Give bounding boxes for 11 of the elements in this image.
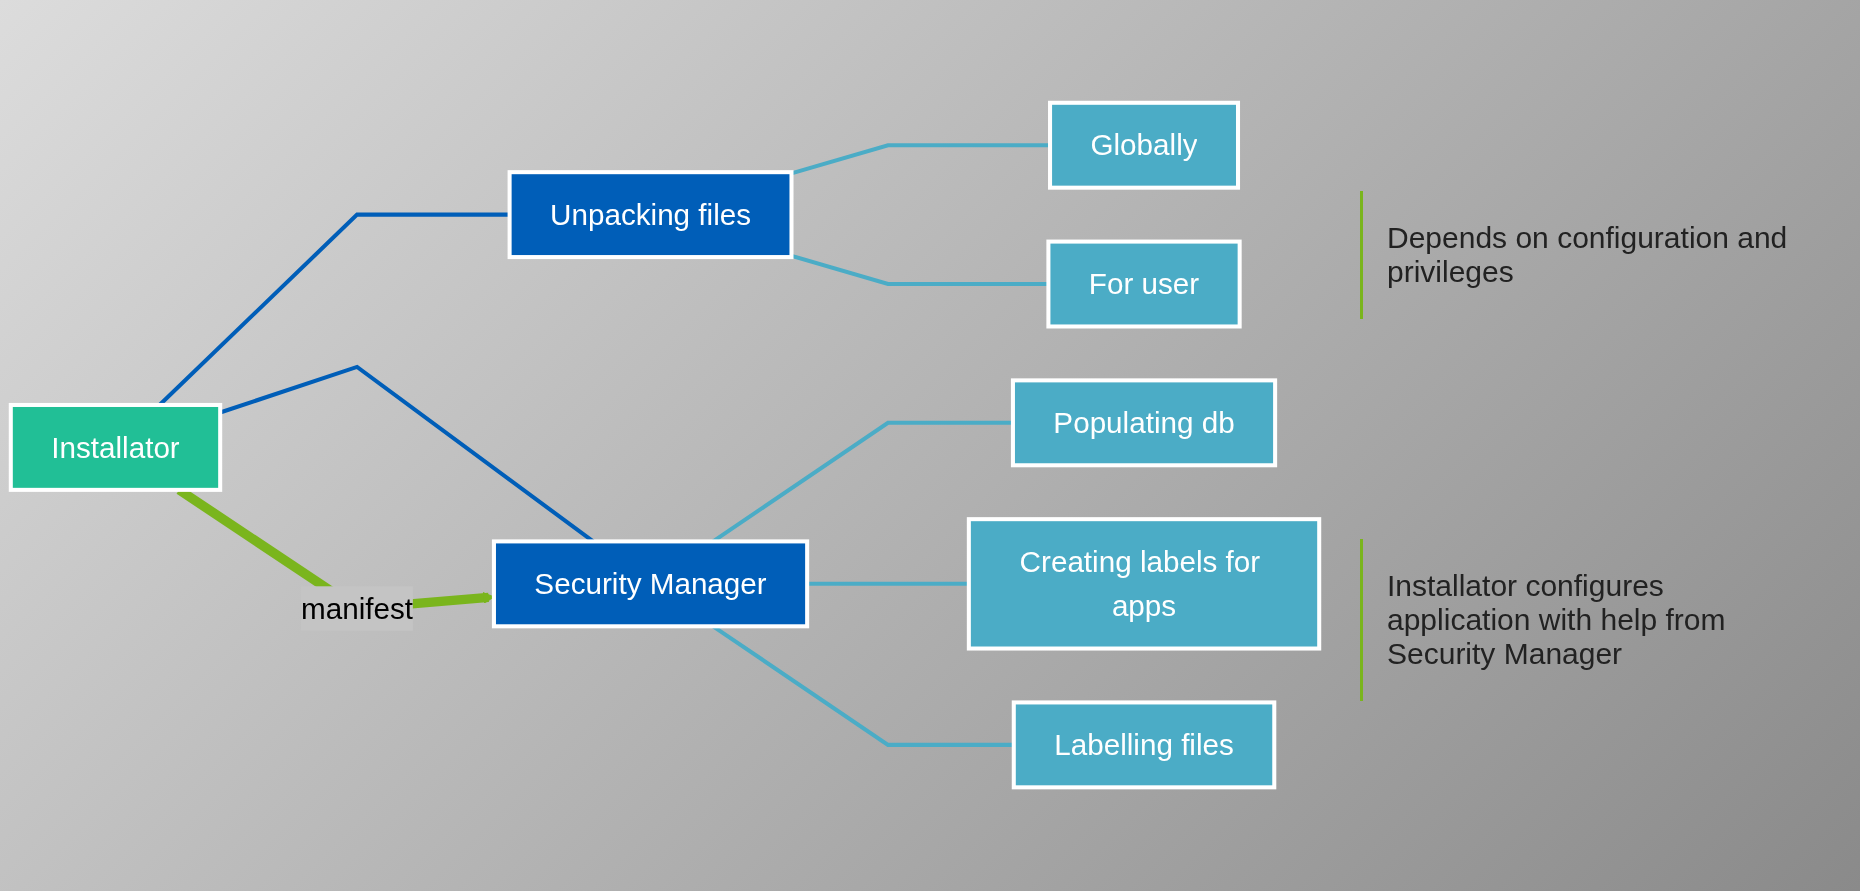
node-box: Unpacking files	[507, 170, 794, 260]
note-text: Installator configures application with help from Security Manager	[1360, 538, 1800, 701]
node-box: Populating db	[1010, 378, 1278, 468]
node-box: For user	[1046, 240, 1242, 329]
node-box: Installator	[8, 403, 223, 493]
node-box: Security Manager	[491, 539, 810, 629]
node-box: Labelling files	[1011, 700, 1277, 790]
node-box: Globally	[1048, 101, 1241, 191]
note-text: Depends on configuration and privileges	[1360, 190, 1800, 319]
edge-label: manifest	[301, 592, 414, 626]
node-box: Creating labels for apps	[966, 517, 1322, 651]
